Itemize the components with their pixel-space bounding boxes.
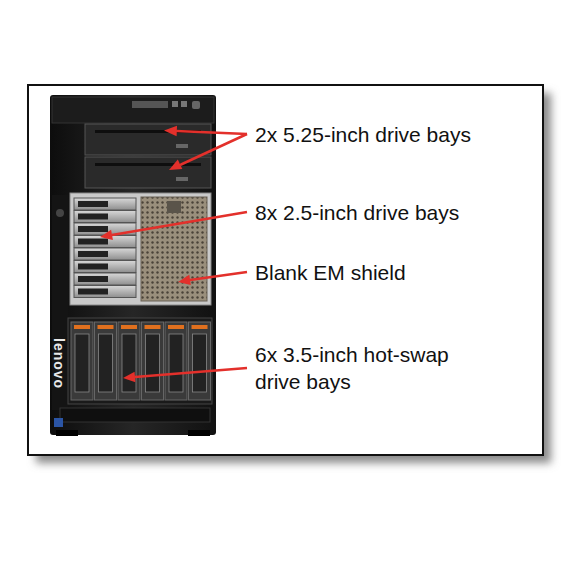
hotswap-cage [68, 318, 212, 404]
brand-logo: lenovo [51, 338, 67, 389]
shield-latch [167, 201, 181, 213]
optical-drive [85, 124, 211, 155]
arrowheads [100, 126, 191, 382]
eject-button [176, 177, 188, 181]
info-panel [132, 101, 168, 108]
callout-label: 6x 3.5-inch hot-swap drive bays [255, 341, 493, 395]
optical-drive [85, 157, 211, 188]
callout-label: 8x 2.5-inch drive bays [255, 199, 535, 226]
leader-lines [112, 131, 247, 377]
base-vent [60, 408, 210, 422]
eject-button [176, 144, 188, 148]
em-shield [141, 197, 207, 301]
hotswap-drive-bays [71, 322, 211, 400]
side-column [52, 195, 68, 410]
lock [56, 209, 64, 217]
server-body [50, 95, 216, 435]
top-panel [52, 97, 214, 123]
power-button [192, 101, 200, 109]
callout-label: Blank EM shield [255, 259, 535, 286]
usb-port [172, 101, 178, 107]
badge [54, 418, 63, 427]
usb-port [181, 101, 187, 107]
foot [56, 430, 78, 436]
callout-label: 2x 5.25-inch drive bays [255, 121, 535, 148]
frame [28, 85, 543, 455]
foot [188, 430, 210, 436]
drive-cage [70, 193, 211, 305]
small-drive-bays [74, 198, 136, 298]
